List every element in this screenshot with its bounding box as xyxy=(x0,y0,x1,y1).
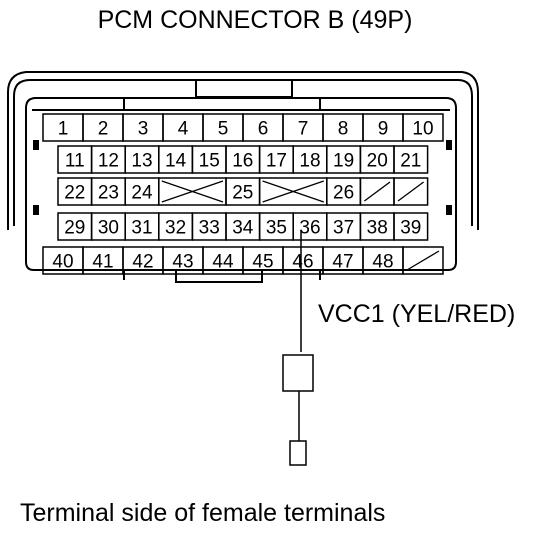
terminal-number: 5 xyxy=(218,119,229,140)
terminal-number: 34 xyxy=(232,218,254,239)
terminal-number: 6 xyxy=(258,119,269,140)
terminal-number: 37 xyxy=(333,218,354,239)
terminal-number: 18 xyxy=(299,151,320,172)
terminal-number: 20 xyxy=(367,151,388,172)
terminal-number: 15 xyxy=(199,151,220,172)
terminal-number: 30 xyxy=(98,218,119,239)
terminal-number: 23 xyxy=(98,183,119,204)
terminal-number: 22 xyxy=(64,183,85,204)
terminal-number: 11 xyxy=(65,151,85,172)
connector-housing xyxy=(7,71,479,283)
connector-title: PCM CONNECTOR B (49P) xyxy=(98,6,413,34)
probe-connector-icon xyxy=(282,354,314,392)
blank-cross-line xyxy=(161,180,224,203)
terminal-number: 45 xyxy=(252,252,273,273)
terminal-number: 13 xyxy=(131,151,152,172)
terminal-number: 35 xyxy=(266,218,287,239)
terminal-21 xyxy=(393,145,429,174)
terminal-number: 46 xyxy=(292,252,313,273)
terminal-number: 24 xyxy=(131,183,153,204)
terminal-number: 1 xyxy=(58,119,69,140)
blank-slash-line xyxy=(397,181,424,202)
blank-cross-line xyxy=(262,180,325,203)
terminal-number: 25 xyxy=(232,183,253,204)
blank-slash-line xyxy=(406,250,440,271)
terminal-number: 43 xyxy=(172,252,193,273)
terminal-number: 16 xyxy=(232,151,253,172)
blank-slash-line xyxy=(364,181,391,202)
terminal-number: 32 xyxy=(165,218,186,239)
terminal-number: 39 xyxy=(400,218,421,239)
terminal-number: 40 xyxy=(52,252,73,273)
terminal-number: 17 xyxy=(266,151,287,172)
terminal-number: 21 xyxy=(400,151,421,172)
terminal-number: 31 xyxy=(131,218,152,239)
terminal-number: 4 xyxy=(178,119,189,140)
side-guides xyxy=(33,140,452,215)
terminal-number: 48 xyxy=(372,252,393,273)
terminal-number: 19 xyxy=(333,151,354,172)
callout-group xyxy=(282,230,314,466)
callout-label: VCC1 (YEL/RED) xyxy=(318,300,515,328)
terminal-39 xyxy=(393,212,429,241)
terminal-blank xyxy=(393,177,429,206)
terminal-number: 29 xyxy=(64,218,85,239)
terminal-number: 12 xyxy=(98,151,119,172)
terminal-number: 47 xyxy=(332,252,353,273)
terminal-number: 42 xyxy=(132,252,153,273)
terminal-number: 9 xyxy=(378,119,389,140)
terminal-number: 7 xyxy=(298,119,309,140)
terminal-number: 3 xyxy=(138,119,149,140)
terminal-number: 36 xyxy=(299,218,320,239)
terminal-10 xyxy=(402,113,444,142)
terminal-number: 10 xyxy=(412,119,433,140)
terminal-blank xyxy=(402,246,444,275)
terminal-number: 2 xyxy=(98,119,109,140)
terminal-number: 44 xyxy=(212,252,234,273)
probe-tip-icon xyxy=(289,440,307,466)
caption: Terminal side of female terminals xyxy=(20,499,385,527)
terminal-number: 26 xyxy=(333,183,354,204)
terminal-number: 38 xyxy=(367,218,388,239)
terminal-number: 14 xyxy=(165,151,187,172)
terminal-number: 41 xyxy=(92,252,113,273)
terminal-number: 8 xyxy=(338,119,349,140)
terminal-number: 33 xyxy=(199,218,220,239)
